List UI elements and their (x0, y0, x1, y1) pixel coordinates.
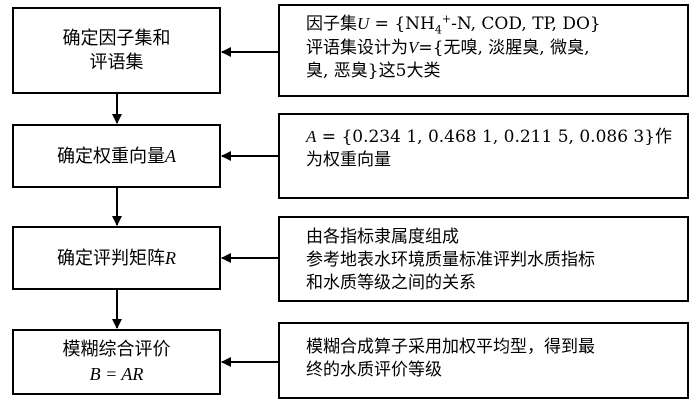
step-label-line1: 确定因子集和 (62, 27, 171, 49)
note-box-factor-set: 因子集U = {NH4+-N, COD, TP, DO} 评语集设计为V={无嗅… (278, 4, 689, 97)
step-box-weight-vector: 确定权重向量A (12, 124, 221, 188)
note-box-weight-vector: A = {0.234 1, 0.468 1, 0.211 5, 0.086 3}… (278, 113, 689, 199)
step-formula: B = AR (89, 364, 144, 384)
note-box-fuzzy-evaluation: 模糊合成算子采用加权平均型，得到最 终的水质评价等级 (278, 322, 689, 399)
step-label: 确定权重向量 (57, 145, 165, 167)
step-label-line1: 模糊综合评价 (62, 339, 171, 360)
step-variable: R (165, 247, 176, 268)
note-box-judgment-matrix: 由各指标隶属度组成 参考地表水环境质量标准评判水质指标 和水质等级之间的关系 (278, 216, 689, 302)
step-label: 确定评判矩阵 (57, 247, 165, 269)
step-box-fuzzy-evaluation: 模糊综合评价 B = AR (12, 329, 221, 395)
step-box-factor-set: 确定因子集和 评语集 (12, 7, 221, 94)
step-variable: A (165, 145, 176, 166)
step-label-line2: 评语集 (89, 51, 144, 73)
step-box-judgment-matrix: 确定评判矩阵R (12, 226, 221, 290)
